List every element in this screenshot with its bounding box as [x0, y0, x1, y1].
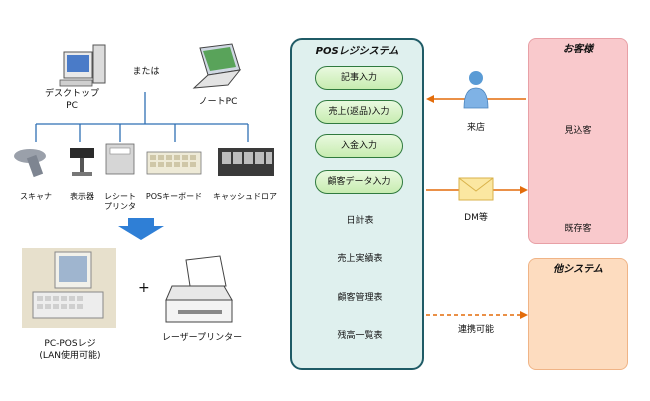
other-system-panel: 他システム — [528, 258, 628, 370]
visitor-person-icon — [463, 71, 489, 109]
other-system-title: 他システム — [553, 264, 603, 275]
dm-label: DM等 — [464, 213, 488, 223]
down-arrow — [118, 218, 164, 240]
display-label: 表示器 — [70, 192, 94, 201]
desktop-label-line2: PC — [66, 101, 78, 111]
laser-printer-label: レーザープリンター — [161, 333, 243, 343]
desktop-label: デスクトップ PC — [42, 88, 102, 112]
scanner-label: スキャナ — [20, 192, 52, 201]
scanner-icon — [14, 149, 46, 178]
pos-keyboard-label: POSキーボード — [145, 192, 203, 201]
tree-lines — [35, 92, 249, 142]
pos-register-label: PC-POSレジ (LAN使用可能) — [22, 338, 118, 362]
laser-printer-icon — [165, 255, 233, 323]
receipt-printer-label-line1: レシート — [104, 192, 136, 201]
pc-pos-register-icon — [22, 248, 116, 328]
report-balance-list-label: 残高一覧表 — [337, 331, 383, 341]
report-customer-management-label: 顧客管理表 — [337, 293, 383, 303]
pos-keyboard-icon — [146, 151, 202, 175]
pos-system-panel: POSレジシステム 記事入力 売上(返品)入力 入金入力 顧客データ入力 日計表… — [290, 38, 424, 370]
envelope-icon — [458, 177, 494, 201]
desktop-pc-icon — [59, 44, 106, 87]
pos-register-label-line1: PC-POSレジ — [44, 339, 96, 349]
input-item-article: 記事入力 — [315, 66, 403, 90]
pos-system-title: POSレジシステム — [315, 46, 399, 57]
report-sales-results: 売上実績表 — [317, 244, 403, 274]
cash-drawer-label: キャッシュドロア — [213, 192, 277, 201]
prospect-label: 見込客 — [564, 126, 592, 136]
receipt-printer-label: レシート プリンタ — [100, 192, 140, 212]
report-daily: 日計表 — [317, 206, 403, 236]
report-balance-list: 残高一覧表 — [317, 321, 403, 351]
customers-title: お客様 — [563, 44, 593, 55]
receipt-printer-icon — [105, 143, 135, 175]
plus-sign: + — [138, 280, 150, 296]
link-label: 連携可能 — [457, 325, 494, 335]
input-item-customer: 顧客データ入力 — [315, 170, 403, 194]
input-item-payment: 入金入力 — [315, 134, 403, 158]
visit-label: 来店 — [466, 123, 485, 133]
desktop-label-line1: デスクトップ — [44, 89, 99, 99]
display-icon — [70, 148, 94, 176]
or-label: または — [132, 67, 160, 77]
receipt-printer-label-line2: プリンタ — [104, 202, 136, 211]
report-customer-management: 顧客管理表 — [317, 283, 403, 313]
report-sales-results-label: 売上実績表 — [337, 254, 383, 264]
customers-panel: お客様 見込客 既存客 — [528, 38, 628, 244]
report-daily-label: 日計表 — [346, 216, 374, 226]
notebook-label: ノートPC — [198, 97, 238, 107]
existing-label: 既存客 — [564, 224, 592, 234]
pos-register-label-line2: (LAN使用可能) — [39, 351, 101, 361]
notebook-pc-icon — [192, 43, 242, 89]
input-item-sales: 売上(返品)入力 — [315, 100, 403, 124]
cash-drawer-icon — [218, 148, 274, 176]
